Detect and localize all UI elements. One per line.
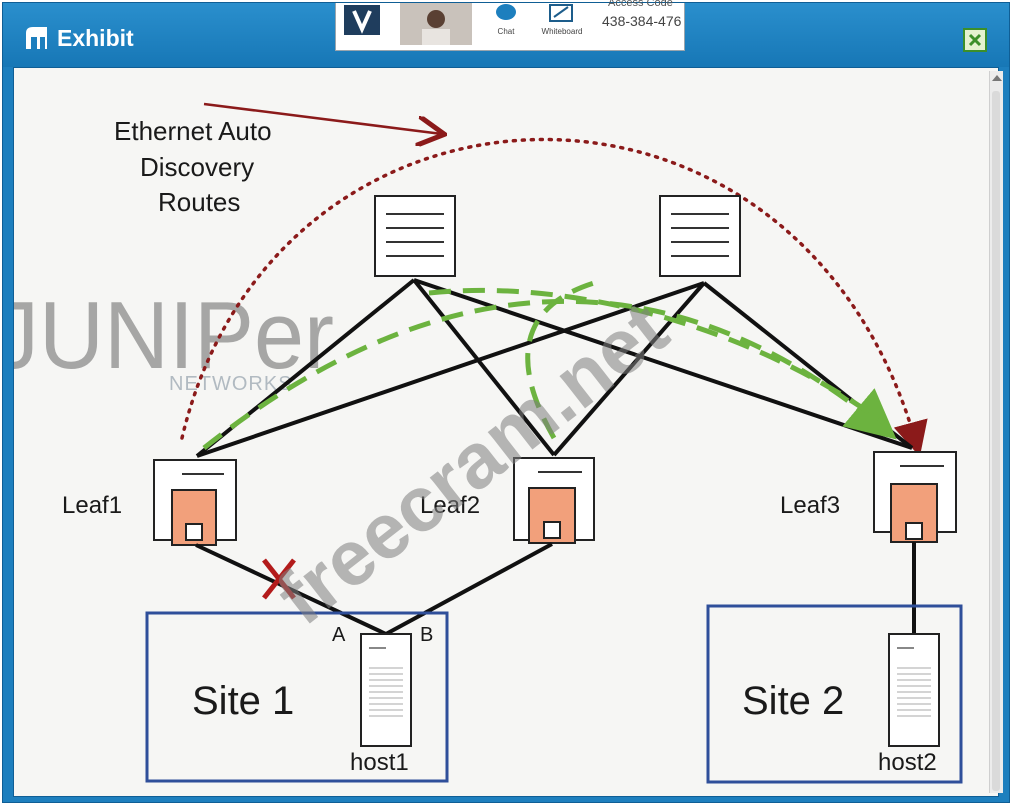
presenter-video[interactable] <box>400 3 472 45</box>
link-failure-x-icon <box>262 558 296 600</box>
close-icon <box>968 33 982 47</box>
annotation-line-3: Routes <box>158 187 240 217</box>
link-leaf2-spine1 <box>412 278 556 457</box>
green-route-spine1-leaf3 <box>428 287 886 426</box>
juniper-watermark-text: JUNIPer <box>14 282 334 389</box>
host2-server[interactable] <box>888 633 940 747</box>
link-leaf1-spine2 <box>196 281 705 458</box>
leaf2-switch[interactable] <box>513 457 595 544</box>
host1-server[interactable] <box>360 633 412 747</box>
host2-label: host2 <box>878 749 937 776</box>
link-leaf2-host1 <box>385 542 553 636</box>
annotation-pointer-arrow <box>203 102 442 134</box>
scroll-up-icon[interactable] <box>992 75 1002 81</box>
close-button[interactable] <box>963 28 987 52</box>
site1-box <box>145 611 449 783</box>
exhibit-content: JUNIPer NETWORKS Ethernet Auto Discovery… <box>13 67 999 797</box>
site2-box <box>706 604 963 784</box>
leaf3-label: Leaf3 <box>780 492 840 519</box>
whiteboard-label[interactable]: Whiteboard <box>541 27 583 36</box>
annotation-line-2: Discovery <box>140 152 254 182</box>
vertical-scrollbar[interactable] <box>989 71 1003 793</box>
leaf1-switch[interactable] <box>153 459 237 546</box>
link-leaf3-spine1 <box>413 278 913 450</box>
spine-switch-2[interactable] <box>659 195 741 277</box>
leaf3-switch[interactable] <box>873 451 957 543</box>
access-code-label: Access Code <box>608 0 673 9</box>
leaf1-label: Leaf1 <box>62 492 122 519</box>
green-routes <box>202 280 897 450</box>
window-title: Exhibit <box>57 25 134 51</box>
spine-switch-1[interactable] <box>374 195 456 277</box>
chat-label[interactable]: Chat <box>497 27 515 36</box>
leaf2-label: Leaf2 <box>420 492 480 519</box>
green-route-leaf1-leaf3 <box>202 298 897 450</box>
site2-label: Site 2 <box>742 679 844 723</box>
whiteboard-icon[interactable] <box>548 3 576 23</box>
juniper-watermark: JUNIPer NETWORKS <box>14 282 334 395</box>
ead-route-arc <box>180 137 928 457</box>
link-label-a: A <box>332 624 346 646</box>
chat-icon[interactable] <box>494 3 518 23</box>
link-label-b: B <box>420 624 433 646</box>
link-leaf2-spine2 <box>552 281 706 457</box>
link-leaf1-host1 <box>195 543 387 636</box>
site1-label: Site 1 <box>192 679 294 723</box>
network-diagram: JUNIPer NETWORKS Ethernet Auto Discovery… <box>14 102 963 784</box>
annotation-line-1: Ethernet Auto <box>114 116 272 146</box>
host1-label: host1 <box>350 749 409 776</box>
access-code-value: 438-384-476 <box>602 13 682 29</box>
exhibit-icon <box>26 27 47 49</box>
scroll-thumb[interactable] <box>992 91 1000 791</box>
meeting-toolbar: Chat Whiteboard Access Code 438-384-476 <box>335 0 685 51</box>
app-logo <box>344 5 380 35</box>
